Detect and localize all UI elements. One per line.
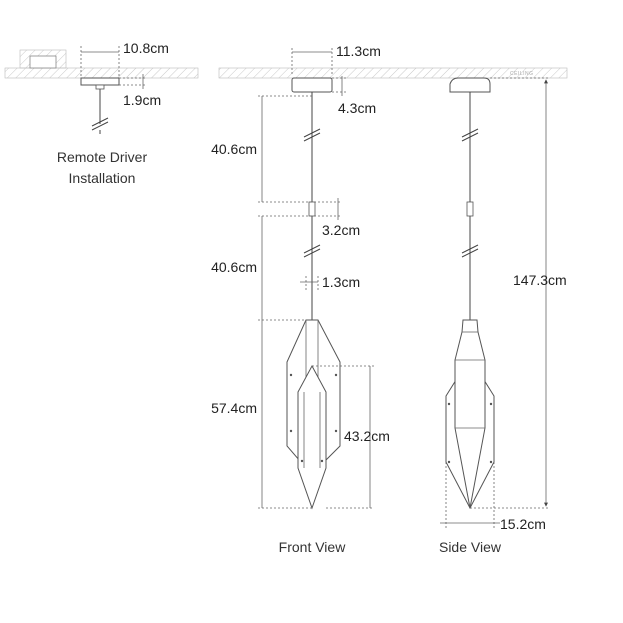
- rod-lower-label: 40.6cm: [211, 259, 257, 275]
- remote-driver-view: 10.8cm 1.9cm Remote Driver Installation: [4, 40, 199, 186]
- front-inner-crystal: [297, 364, 327, 510]
- side-inner-crystal: [454, 319, 486, 509]
- side-canopy: [449, 77, 491, 93]
- driver-box: [29, 55, 57, 69]
- ceiling-right: [218, 67, 568, 79]
- remote-canopy: [80, 77, 120, 86]
- side-view: 147.3cm 15.2cm Side View: [439, 77, 567, 555]
- ceiling-left: [4, 67, 199, 79]
- remote-break-a: [91, 117, 109, 127]
- front-view: 11.3cm 4.3cm 40.6cm 40.6cm 57.4cm 3.2cm …: [211, 43, 390, 555]
- ceiling-label: CEILING: [510, 71, 534, 77]
- side-caption: Side View: [439, 539, 502, 555]
- inner-height-label: 43.2cm: [344, 428, 390, 444]
- remote-height-label: 1.9cm: [123, 92, 161, 108]
- front-canopy: [291, 77, 333, 93]
- remote-rod-cap: [95, 84, 105, 90]
- rod-diameter-label: 1.3cm: [322, 274, 360, 290]
- canopy-width-label: 11.3cm: [336, 43, 381, 59]
- depth-label: 15.2cm: [500, 516, 546, 532]
- joint-label: 3.2cm: [322, 222, 360, 238]
- canopy-height-label: 4.3cm: [338, 100, 376, 116]
- side-rod-joint: [466, 201, 474, 217]
- remote-caption-line1: Remote Driver: [57, 149, 148, 165]
- remote-width-label: 10.8cm: [123, 40, 169, 56]
- rod-upper-label: 40.6cm: [211, 141, 257, 157]
- overall-height-label: 147.3cm: [513, 272, 567, 288]
- front-caption: Front View: [279, 539, 347, 555]
- remote-break-b: [91, 121, 109, 131]
- outer-height-label: 57.4cm: [211, 400, 257, 416]
- front-rod-joint: [308, 201, 316, 217]
- remote-caption-line2: Installation: [69, 170, 136, 186]
